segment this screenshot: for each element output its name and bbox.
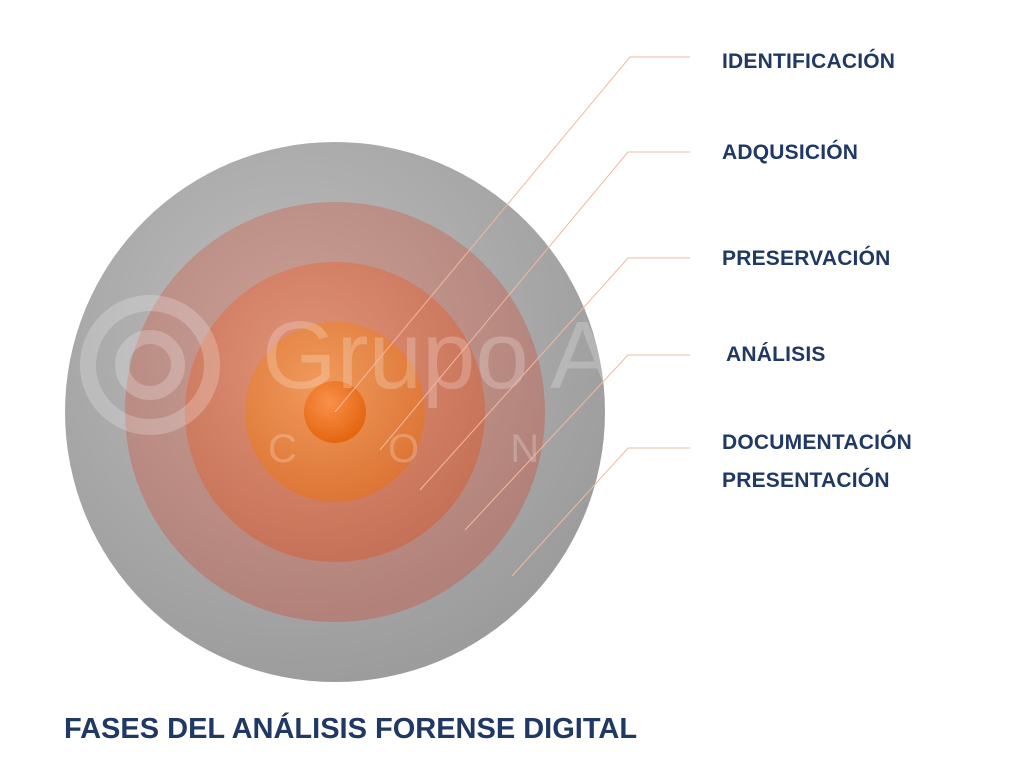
phase-label-documentacion: DOCUMENTACIÓN [722, 431, 913, 454]
watermark-subtitle: C O N S U [268, 427, 817, 471]
leader-line-adqusicion [379, 151, 690, 451]
phase-label-preservacion: PRESERVACIÓN [722, 247, 891, 270]
leader-line-analisis [464, 354, 690, 531]
watermark-ring-inner-icon [115, 330, 185, 400]
watermark-word: Grupo A [262, 302, 614, 409]
page-title: FASES DEL ANÁLISIS FORENSE DIGITAL [64, 713, 638, 745]
phase-label-adqusicion: ADQUSICIÓN [722, 141, 859, 164]
watermark-ring-icon [80, 295, 220, 435]
phase-label-analisis: ANÁLISIS [726, 343, 826, 366]
watermark-logo: Grupo A C O N S U [80, 295, 817, 471]
leader-line-documentacion [511, 447, 690, 577]
phase-label-identificacion: IDENTIFICACIÓN [722, 50, 896, 73]
phase-label-presentacion: PRESENTACIÓN [722, 469, 890, 492]
leader-line-identificacion [334, 56, 690, 413]
phase-label-documentacion-presentacion: DOCUMENTACIÓN PRESENTACIÓN [722, 424, 912, 500]
leader-line-preservacion [419, 257, 690, 491]
